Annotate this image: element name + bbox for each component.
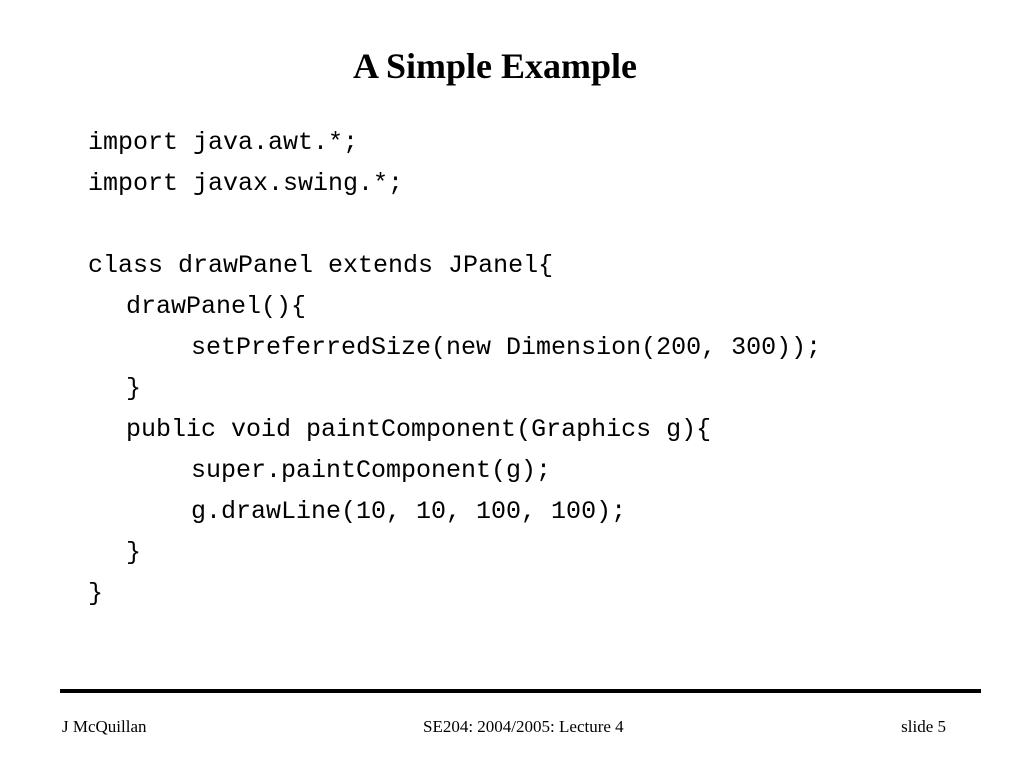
code-line: import javax.swing.*; — [88, 169, 404, 198]
code-line: class drawPanel extends JPanel{ — [88, 251, 554, 280]
code-block: import java.awt.*; import javax.swing.*;… — [88, 122, 821, 614]
code-line: super.paintComponent(g); — [191, 456, 552, 485]
code-line: public void paintComponent(Graphics g){ — [126, 415, 712, 444]
footer-slide-number: slide 5 — [901, 717, 946, 736]
footer-course: SE204: 2004/2005: Lecture 4 — [423, 717, 624, 736]
footer-author: J McQuillan — [62, 717, 147, 736]
code-line: import java.awt.*; — [88, 128, 359, 157]
footer-divider — [60, 689, 981, 693]
code-line: } — [126, 374, 142, 403]
code-line: } — [126, 538, 142, 567]
code-line: drawPanel(){ — [126, 292, 307, 321]
code-line: setPreferredSize(new Dimension(200, 300)… — [191, 333, 822, 362]
code-line: } — [88, 579, 104, 608]
code-line-blank — [88, 204, 821, 245]
code-line: g.drawLine(10, 10, 100, 100); — [191, 497, 627, 526]
slide-title: A Simple Example — [352, 46, 638, 86]
